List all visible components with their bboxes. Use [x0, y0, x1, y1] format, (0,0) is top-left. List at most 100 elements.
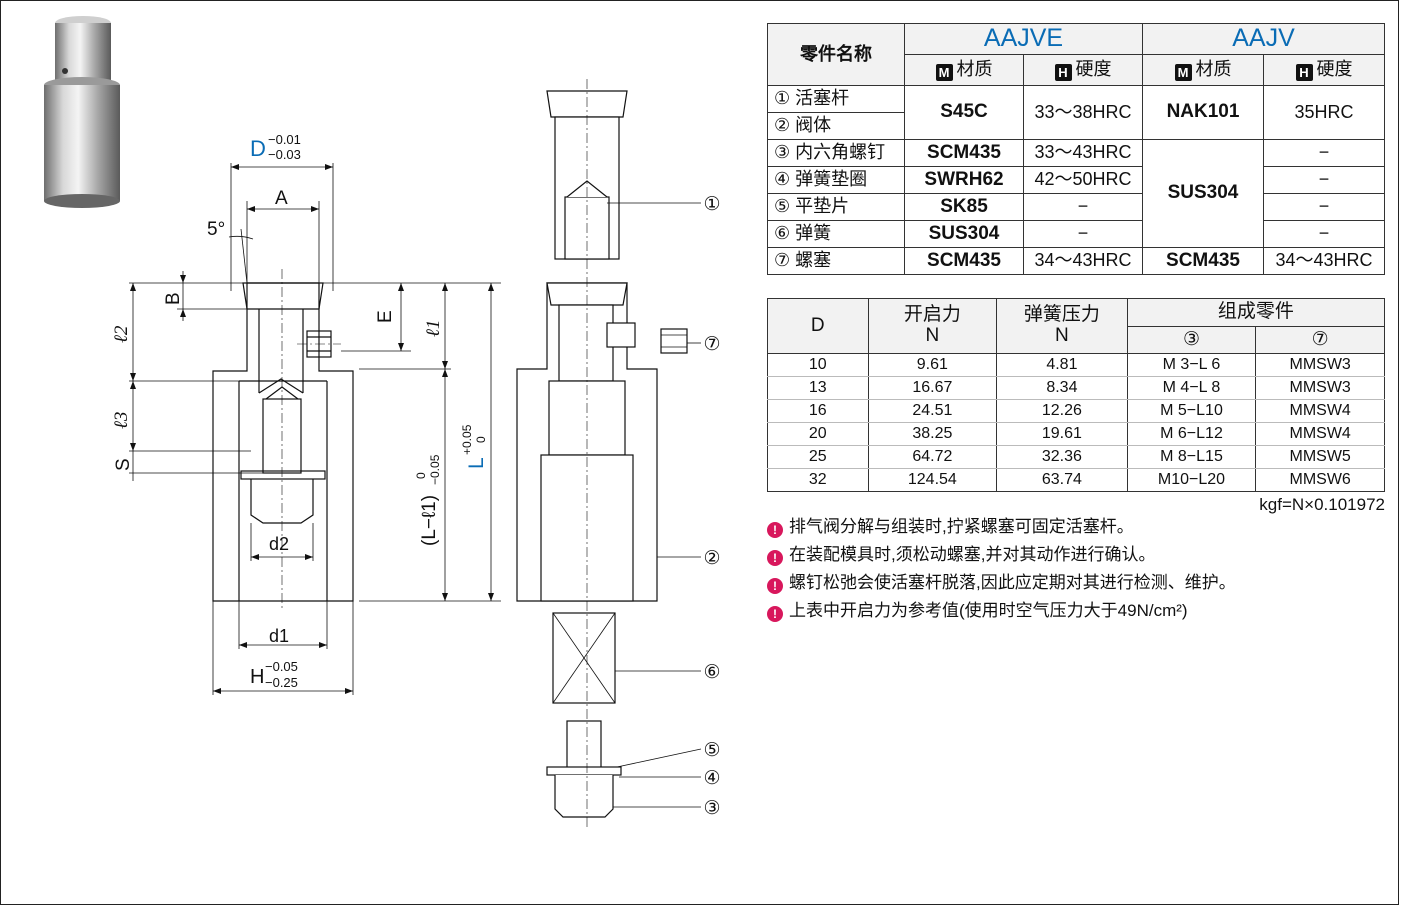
table-cell: 8.34: [996, 376, 1128, 400]
table-cell: 4.81: [996, 353, 1128, 377]
table-cell: 20: [767, 422, 869, 446]
part-name: ⑤ 平垫片: [767, 193, 905, 221]
info-icon: !: [767, 606, 783, 622]
dim-d-label: D: [250, 136, 266, 161]
table-cell: 10: [767, 353, 869, 377]
info-icon: !: [767, 522, 783, 538]
dim-l1-label: ℓ1: [423, 320, 444, 337]
part-name: ④ 弹簧垫圈: [767, 166, 905, 194]
note-item: !排气阀分解与组装时,拧紧螺塞可固定活塞杆。: [767, 513, 1397, 541]
info-icon: !: [767, 578, 783, 594]
aajv-hardness-cell: 35HRC: [1263, 85, 1385, 140]
aajv-hardness-cell: −: [1263, 220, 1385, 248]
aajve-material-cell: SUS304: [904, 220, 1024, 248]
dim-l3-label: ℓ3: [111, 412, 132, 429]
part-name: ⑥ 弹簧: [767, 220, 905, 248]
table-cell: MMSW3: [1255, 353, 1385, 377]
dim-h-label: H: [250, 666, 264, 688]
dim-d-tol-upper: −0.01: [268, 132, 301, 147]
table-cell: M 6−L12: [1126, 422, 1257, 446]
d-header: D: [767, 298, 869, 354]
dim-l-tol-upper: +0.05: [460, 424, 474, 455]
table-cell: 19.61: [996, 422, 1128, 446]
part-name: ① 活塞杆: [767, 85, 905, 113]
callout-5: ⑤: [703, 740, 720, 761]
note-item: !螺钉松弛会使活塞杆脱落,因此应定期对其进行检测、维护。: [767, 569, 1397, 597]
col-7-header: ⑦: [1255, 326, 1385, 354]
aajv-material-cell: SUS304: [1142, 139, 1264, 248]
part-name: ⑦ 螺塞: [767, 247, 905, 275]
material-mark-icon: M: [935, 63, 953, 81]
aajve-hardness-cell: 33～38HRC: [1023, 85, 1143, 140]
table-cell: M10−L20: [1126, 468, 1257, 492]
dim-l-label: L: [465, 457, 488, 469]
notes-list: !排气阀分解与组装时,拧紧螺塞可固定活塞杆。 !在装配模具时,须松动螺塞,并对其…: [767, 513, 1397, 625]
aajve-hardness-cell: −: [1023, 220, 1143, 248]
table-cell: M 3−L 6: [1126, 353, 1257, 377]
callout-4: ④: [703, 768, 720, 789]
dim-h-tol-upper: −0.05: [265, 659, 298, 674]
dim-l2-label: ℓ2: [111, 325, 132, 343]
aajve-hardness-cell: 42～50HRC: [1023, 166, 1143, 194]
part-name-header: 零件名称: [767, 23, 905, 86]
technical-drawing: D −0.01 −0.03 A 5° B E ℓ1 ℓ2 ℓ3 S (L−ℓ1)…: [44, 16, 721, 827]
table-cell: 24.51: [867, 399, 998, 423]
table-cell: M 8−L15: [1126, 445, 1257, 469]
table-cell: MMSW3: [1255, 376, 1385, 400]
dim-b-label: B: [163, 292, 184, 305]
table-cell: 12.26: [996, 399, 1128, 423]
part-name: ③ 内六角螺钉: [767, 139, 905, 167]
callout-3: ③: [703, 798, 720, 819]
aajve-material-cell: SK85: [904, 193, 1024, 221]
exploded-view: [516, 90, 688, 818]
component-parts-header: 组成零件: [1126, 298, 1386, 327]
col-3-header: ③: [1126, 326, 1257, 354]
aajv-hardness-cell: −: [1263, 139, 1385, 167]
table-cell: 16.67: [867, 376, 998, 400]
aajve-material-cell: SWRH62: [904, 166, 1024, 194]
table-cell: MMSW4: [1255, 399, 1385, 423]
hardness-mark-icon: H: [1054, 63, 1072, 81]
table-cell: MMSW5: [1255, 445, 1385, 469]
material-mark-icon: M: [1174, 63, 1192, 81]
kgf-conversion-note: kgf=N×0.101972: [1259, 495, 1385, 514]
dim-l-minus-l1-tol-lower: −0.05: [428, 454, 442, 485]
dim-e-label: E: [375, 310, 396, 323]
info-icon: !: [767, 550, 783, 566]
part-name: ② 阀体: [767, 112, 905, 140]
table-cell: 32: [767, 468, 869, 492]
aajv-material-cell: SCM435: [1142, 247, 1264, 275]
aajve-hardness-cell: −: [1023, 193, 1143, 221]
dim-a-label: A: [275, 188, 288, 209]
dim-l-minus-l1-label: (L−ℓ1): [419, 495, 440, 546]
table-cell: M 4−L 8: [1126, 376, 1257, 400]
dim-d-tol-lower: −0.03: [268, 147, 301, 162]
dim-d1-label: d1: [269, 626, 289, 646]
table-cell: 124.54: [867, 468, 998, 492]
table-cell: 63.74: [996, 468, 1128, 492]
dim-d2-label: d2: [269, 534, 289, 554]
dim-l-tol-lower: 0: [474, 436, 488, 443]
aajv-hardness-cell: −: [1263, 193, 1385, 221]
aajve-material-cell: S45C: [904, 85, 1024, 140]
aajv-material-cell: NAK101: [1142, 85, 1264, 140]
table-cell: M 5−L10: [1126, 399, 1257, 423]
aajve-hardness-cell: 33～43HRC: [1023, 139, 1143, 167]
dim-h-tol-lower: −0.25: [265, 675, 298, 690]
hardness-mark-icon: H: [1295, 63, 1313, 81]
product-photo: [44, 16, 120, 208]
note-item: !上表中开启力为参考值(使用时空气压力大于49N/cm²): [767, 597, 1397, 625]
series-aajve-header: AAJVE: [904, 23, 1143, 55]
aajve-material-cell: SCM435: [904, 247, 1024, 275]
